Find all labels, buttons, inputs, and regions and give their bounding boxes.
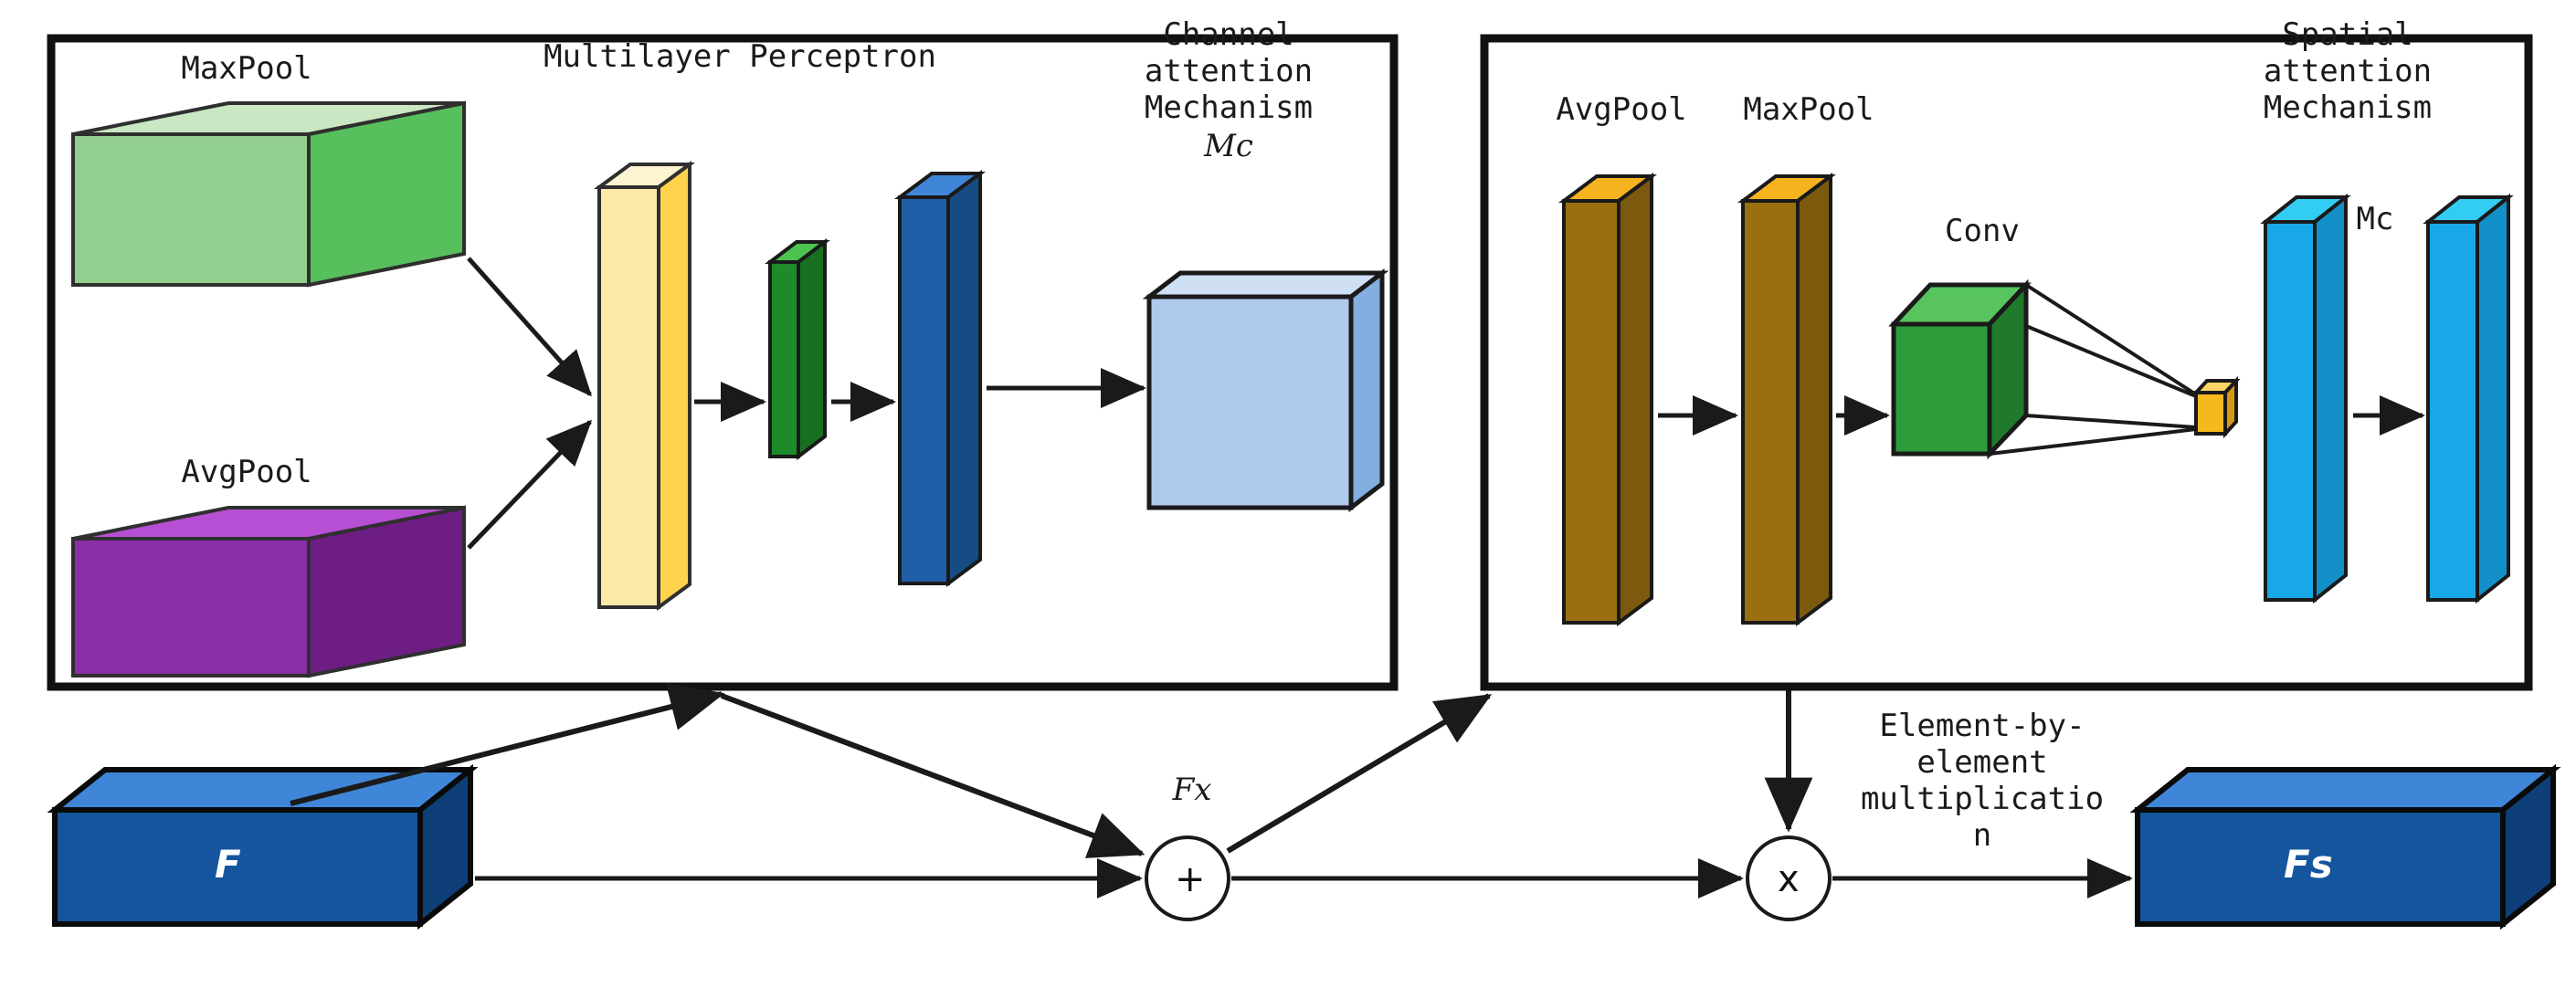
avgpool-brown-bar bbox=[1558, 173, 1657, 626]
input-to-channel-panel-arrow bbox=[290, 683, 725, 806]
mlp-blue-bar bbox=[893, 170, 987, 587]
conv-funnel-lines bbox=[1989, 283, 2198, 456]
input-feature-box-label: F bbox=[215, 842, 241, 887]
maxpool-brown-bar bbox=[1737, 173, 1836, 626]
conv-green-cube bbox=[1888, 278, 2032, 460]
channel-attention-output-box bbox=[1142, 268, 1389, 513]
multiply-operator-glyph: x bbox=[1778, 858, 1800, 900]
sum-operator-circle[interactable] bbox=[1145, 835, 1230, 921]
maxpool-to-mlp-arrow bbox=[467, 257, 592, 397]
channel-panel-to-sum-arrow bbox=[720, 693, 1145, 858]
avgpool-label-right: AvgPool bbox=[1556, 91, 1687, 128]
element-multiplication-label: Element-by- element multiplicatio n bbox=[1860, 708, 2105, 854]
mlp-label: Multilayer Perceptron bbox=[544, 38, 936, 75]
channel-attention-mc-label: Mc bbox=[1204, 128, 1253, 164]
conv-label: Conv bbox=[1945, 213, 2020, 249]
multiply-operator-circle[interactable] bbox=[1746, 835, 1832, 921]
fx-label: Fx bbox=[1172, 772, 1212, 808]
spatial-attention-label: Spatial attention Mechanism bbox=[2263, 16, 2433, 126]
spatial-attention-mc-label: Mc bbox=[2356, 201, 2394, 237]
channel-attention-label: Channel attention Mechanism bbox=[1144, 16, 1314, 126]
maxpool-slab bbox=[71, 100, 466, 288]
maxpool-label-right: MaxPool bbox=[1743, 91, 1874, 128]
output-feature-box-label: Fs bbox=[2284, 842, 2333, 887]
avgpool-label: AvgPool bbox=[181, 454, 312, 490]
conv-output-yellow-cube bbox=[2191, 375, 2241, 439]
avgpool-to-mlp-arrow bbox=[467, 419, 593, 550]
mlp-yellow-bar bbox=[593, 161, 696, 611]
sum-operator-glyph: + bbox=[1175, 858, 1206, 900]
avgpool-slab bbox=[71, 505, 466, 678]
output-feature-box bbox=[2129, 763, 2561, 930]
maxpool-label: MaxPool bbox=[181, 50, 312, 87]
input-feature-box bbox=[47, 763, 479, 930]
spatial-cyan-bar-1 bbox=[2260, 193, 2351, 604]
spatial-cyan-bar-2 bbox=[2423, 193, 2514, 604]
sum-to-spatial-panel-arrow bbox=[1226, 693, 1493, 854]
mlp-green-bar bbox=[765, 237, 830, 461]
